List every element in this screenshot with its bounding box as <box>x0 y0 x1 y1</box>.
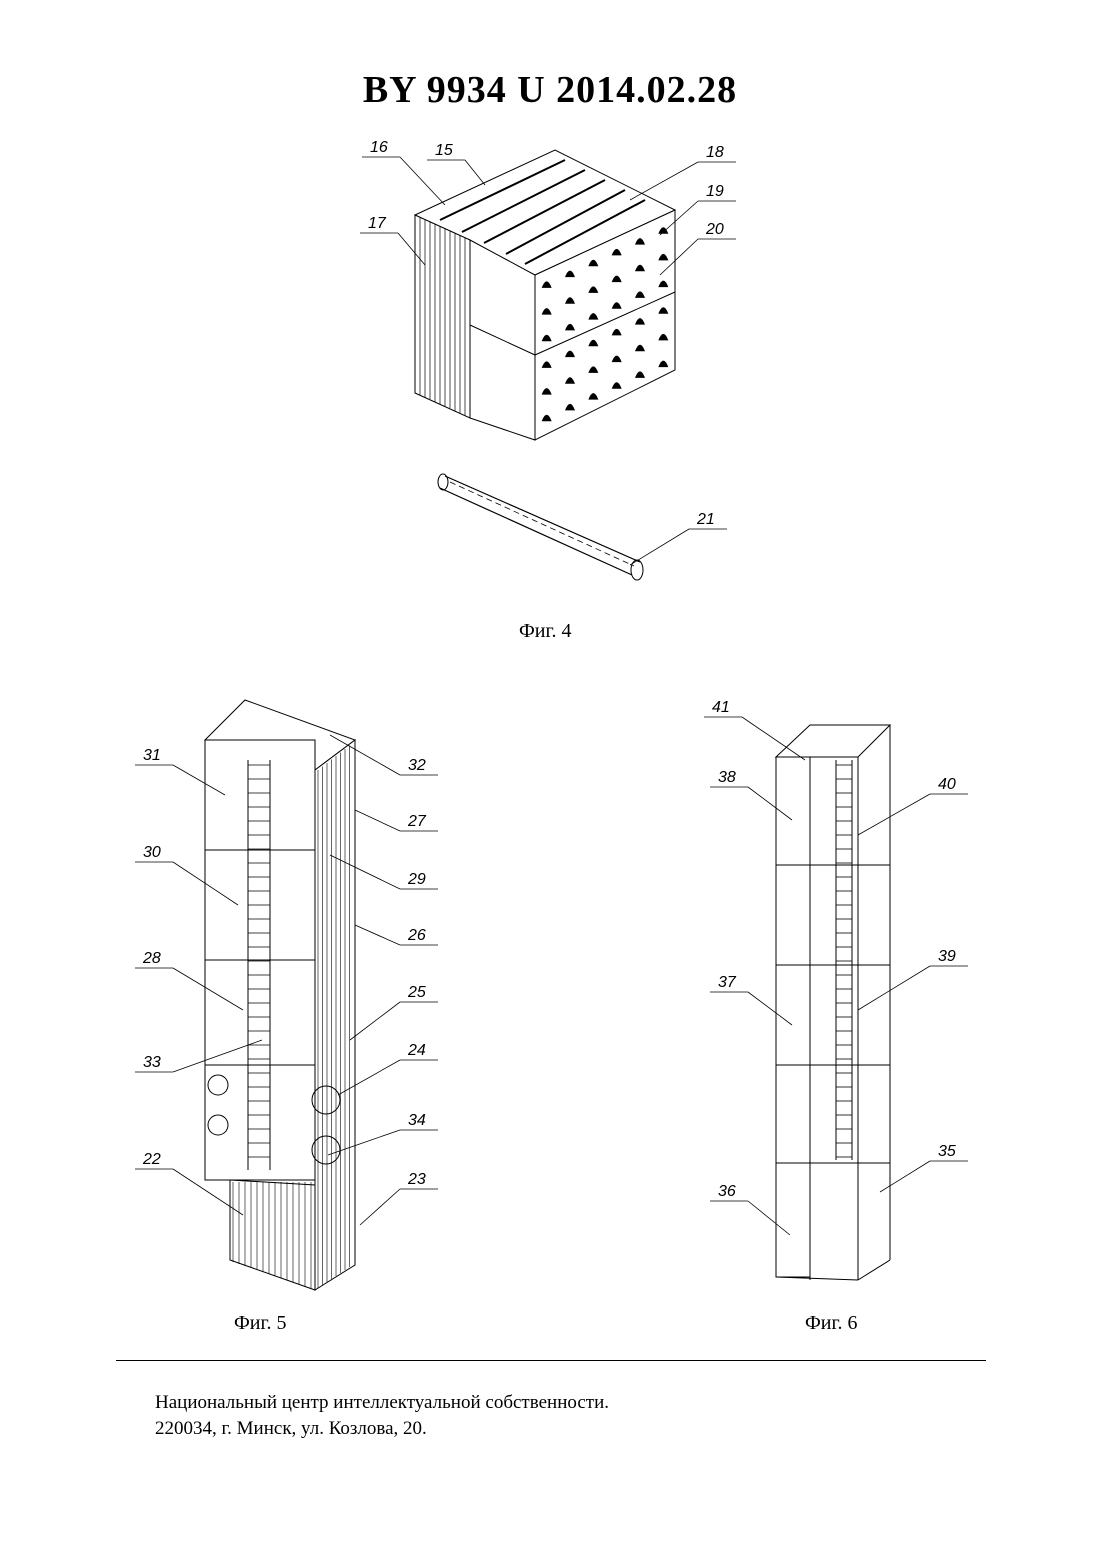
reference-number-18: 18 <box>706 144 724 161</box>
reference-number-24: 24 <box>407 1042 426 1059</box>
reference-number-20: 20 <box>705 221 724 238</box>
reference-number-16: 16 <box>370 139 388 156</box>
figure-6-caption: Фиг. 6 <box>805 1312 857 1335</box>
reference-number-22: 22 <box>142 1151 161 1168</box>
reference-number-33: 33 <box>143 1054 161 1071</box>
reference-number-35: 35 <box>938 1143 956 1160</box>
reference-number-29: 29 <box>407 871 426 888</box>
reference-number-19: 19 <box>706 183 724 200</box>
figure-5-caption: Фиг. 5 <box>234 1312 286 1335</box>
reference-number-32: 32 <box>408 757 426 774</box>
reference-number-40: 40 <box>938 776 956 793</box>
reference-number-17: 17 <box>368 215 387 232</box>
footer-line-1: Национальный центр интеллектуальной собс… <box>155 1392 609 1414</box>
reference-number-30: 30 <box>143 844 161 861</box>
reference-number-25: 25 <box>407 984 426 1001</box>
reference-number-15: 15 <box>435 142 453 159</box>
reference-number-27: 27 <box>407 813 427 830</box>
reference-number-37: 37 <box>718 974 737 991</box>
reference-number-36: 36 <box>718 1183 736 1200</box>
tube-21-drawing <box>438 474 643 580</box>
figure-6-drawing <box>776 725 890 1280</box>
footer-line-2: 220034, г. Минск, ул. Козлова, 20. <box>155 1418 427 1440</box>
reference-number-39: 39 <box>938 948 956 965</box>
reference-number-28: 28 <box>142 950 161 967</box>
reference-number-21: 21 <box>696 511 715 528</box>
reference-number-34: 34 <box>408 1112 426 1129</box>
reference-number-26: 26 <box>407 927 426 944</box>
reference-number-41: 41 <box>712 699 730 716</box>
reference-number-23: 23 <box>407 1171 426 1188</box>
reference-number-31: 31 <box>143 747 161 764</box>
footer-divider <box>116 1360 986 1361</box>
figure-4-drawing <box>415 150 675 440</box>
figure-5-drawing <box>205 700 355 1290</box>
figure-4-caption: Фиг. 4 <box>519 620 571 643</box>
reference-number-38: 38 <box>718 769 736 786</box>
